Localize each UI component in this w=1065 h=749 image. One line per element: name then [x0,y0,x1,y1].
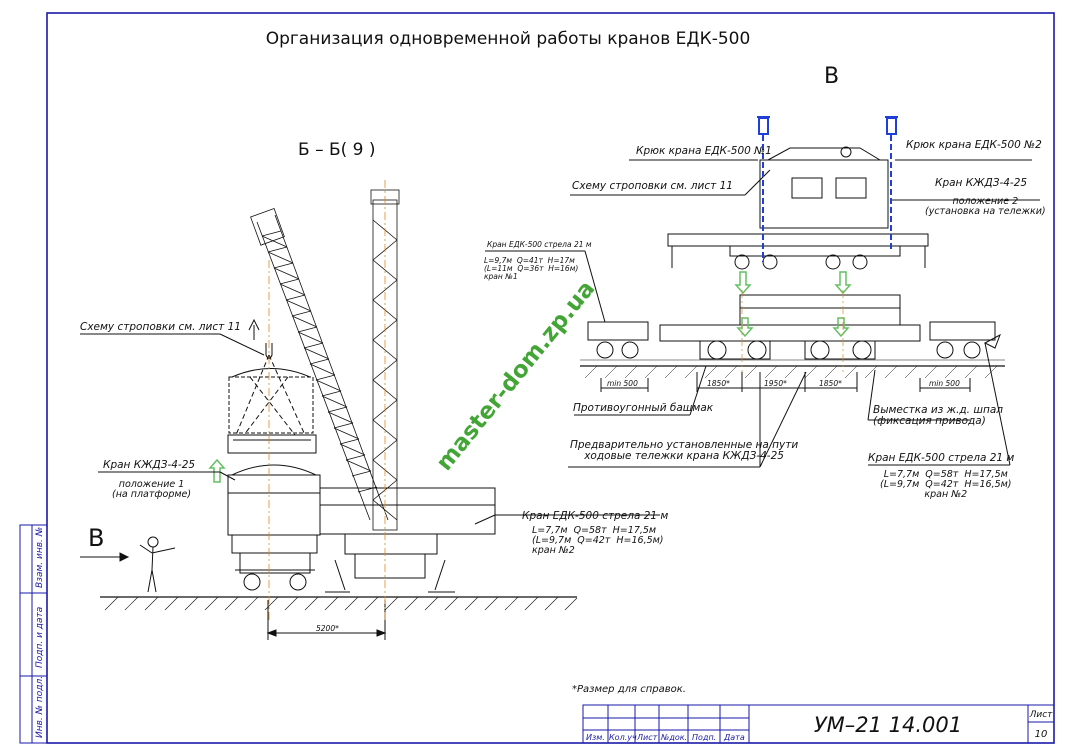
left-crane2-params: L=7,7м Q=58т H=17,5м (L=9,7м Q=42т H=16,… [532,525,664,556]
hook1-label: Крюк крана ЕДК-500 №1 [636,145,772,157]
left-kzhdz-label: Кран КЖДЗ-4-25 [103,459,196,471]
right-view-axes [741,290,844,372]
side-stamp [19,524,48,744]
right-crane2-label: Кран ЕДК-500 стрела 21 м [868,452,1015,464]
dim-1950: 1950* [764,379,787,388]
left-view-axes [268,180,386,620]
left-sling-scheme-label: Схему строповки см. лист 11 [80,321,241,333]
dim-min-left: min 500 [607,379,638,388]
crane1-label: Кран ЕДК-500 стрела 21 м [487,240,592,249]
drawing-title: Организация одновременной работы кранов … [266,29,751,49]
col-ndok: №док. [660,733,687,742]
left-view [80,189,578,640]
doc-number: УМ–21 14.001 [814,713,962,737]
lower-arrows-right [734,271,852,338]
sheet-frame [46,12,1055,744]
dim-1850b: 1850* [819,379,842,388]
reference-note: *Размер для справок. [572,684,686,695]
left-kzhdz-position: положение 1 (на платформе) [112,479,192,500]
sheet-number: 10 [1035,729,1048,740]
lift-arrow-left [208,458,226,483]
bogies-label: Предварительно установленные на пути ход… [570,439,799,463]
crane1-params: L=9,7м Q=41т H=17м (L=11м Q=36т H=16м) к… [484,256,579,281]
right-sling-scheme-label: Схему строповки см. лист 11 [572,180,733,192]
left-crane2-label: Кран ЕДК-500 стрела 21 м [522,510,669,522]
col-data: Дата [723,733,745,742]
col-list: Лист [636,733,658,742]
title-block [582,704,1055,744]
col-izm: Изм. [586,733,605,742]
dim-5200: 5200* [316,624,339,633]
section-label: Б – Б( 9 ) [298,140,376,160]
dim-min-right: min 500 [929,379,960,388]
anti-runaway-label: Противоугонный башмак [573,402,714,414]
sleepers-label: Выместка из ж.д. шпал (фиксация привода) [873,404,1003,428]
hook2-label: Крюк крана ЕДК-500 №2 [906,139,1042,151]
col-koluch: Кол.уч [609,733,637,742]
title-block-columns: Изм. Кол.уч Лист №док. Подп. Дата [586,733,745,742]
right-kzhdz-position: положение 2 (установка на тележки) [925,196,1046,217]
view-label-left: В [88,524,104,552]
right-view [80,146,1040,525]
view-label-top: В [824,64,839,89]
hook-lines [757,116,898,262]
side-stamp-inv: Инв. № подл. [35,676,45,738]
side-stamp-sign: Подп. и дата [35,607,45,668]
right-kzhdz-label: Кран КЖДЗ-4-25 [935,177,1028,189]
dim-1850a: 1850* [707,379,730,388]
sheet-label: Лист [1029,710,1054,720]
side-stamp-replace: Взам. инв. № [35,527,45,588]
col-podp: Подп. [692,733,716,742]
right-crane2-params: L=7,7м Q=58т H=17,5м (L=9,7м Q=42т H=16,… [880,469,1012,500]
